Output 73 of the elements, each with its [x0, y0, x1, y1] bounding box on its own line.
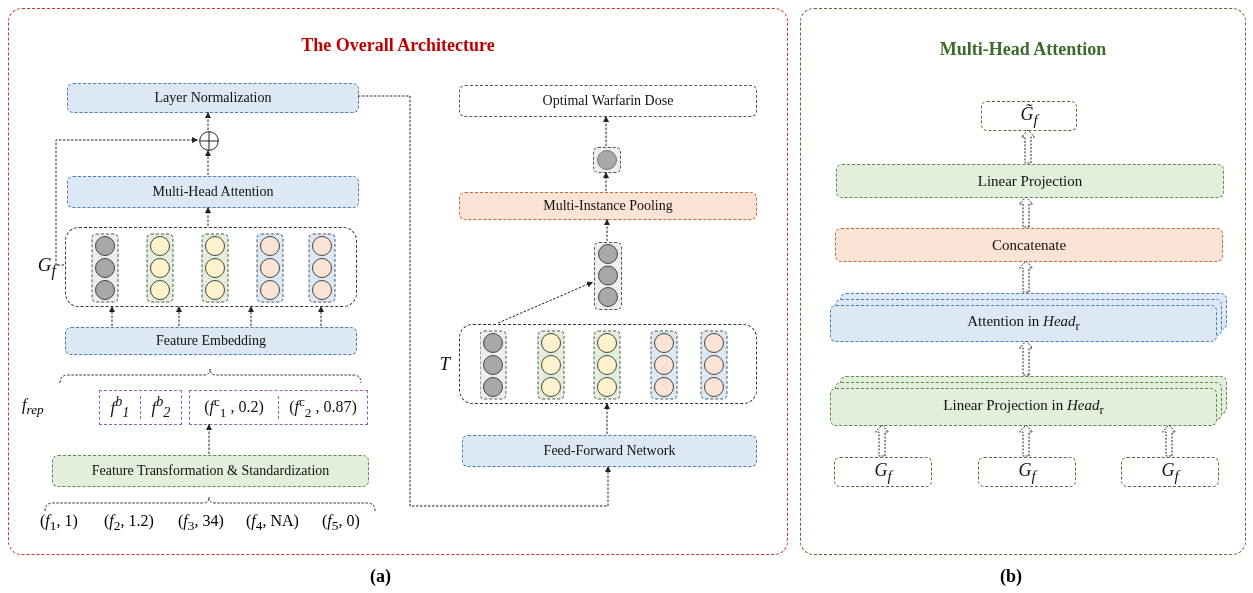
arrow: [318, 305, 324, 327]
arrow: [205, 206, 211, 227]
process-box: [459, 192, 757, 220]
box-label: G̃$_{f}$: [1020, 103, 1038, 129]
process-box: [981, 101, 1077, 131]
arrow: [603, 115, 609, 147]
hollow-arrow: [1019, 340, 1033, 376]
box-label: Linear Projection in Head$_{r}$: [943, 396, 1104, 418]
panel-title: The Overall Architecture: [300, 35, 496, 56]
arrow: [357, 95, 611, 507]
box-label: Concatenate: [991, 236, 1067, 254]
input-feature-value: (f$_{2}$, 1.2): [104, 512, 154, 535]
group-label: G$_{f}$: [37, 254, 56, 280]
process-box: [835, 228, 1223, 262]
arrow: [604, 218, 610, 242]
feature-box: [189, 390, 368, 425]
arrow: [205, 111, 211, 131]
box-label: G$_{f}$: [1161, 459, 1179, 485]
panel-caption: (b): [1000, 566, 1022, 587]
arrow: [109, 305, 115, 327]
arrow: [497, 281, 594, 324]
input-feature-value: (f$_{3}$, 34): [178, 512, 224, 535]
box-label: Feature Transformation & Standardization: [91, 463, 330, 479]
panel-caption: (a): [370, 566, 391, 587]
process-box: [65, 327, 357, 355]
group-label: T: [439, 353, 450, 375]
box-label: Feed-Forward Network: [543, 443, 676, 459]
box-label: Linear Projection: [977, 172, 1083, 190]
plus-circle-symbol: [199, 131, 219, 151]
hollow-arrow: [1162, 424, 1176, 457]
stacked-process-box: [830, 293, 1227, 342]
panel-title: Multi-Head Attention: [938, 39, 1108, 60]
process-box: [834, 457, 932, 487]
arrow: [248, 305, 254, 327]
hollow-arrow: [875, 424, 889, 457]
box-label: G$_{f}$: [874, 459, 892, 485]
box-label: Multi-Instance Pooling: [543, 198, 673, 214]
process-box: [1121, 457, 1219, 487]
process-box: [67, 176, 359, 208]
hollow-arrow: [1019, 260, 1033, 293]
pooled-vector-box: [593, 147, 621, 173]
feature-value: (f$^{c}$$_{2}$ , 0.87): [289, 394, 357, 421]
input-feature-value: (f$_{4}$, NA): [246, 512, 299, 535]
process-box: [978, 457, 1076, 487]
process-box: [459, 85, 757, 117]
process-box: [52, 455, 369, 487]
hollow-arrow: [1019, 424, 1033, 457]
arrow: [603, 171, 609, 192]
arrow: [604, 402, 610, 435]
hollow-arrow: [1019, 196, 1033, 228]
class-token-column: [594, 242, 622, 310]
box-label: Multi-Head Attention: [152, 184, 274, 200]
box-label: Feature Embedding: [156, 333, 266, 349]
row-label: f$_{rep}$: [22, 396, 44, 419]
arrow: [55, 137, 199, 266]
arrow: [205, 149, 211, 176]
process-box: [462, 435, 757, 467]
feature-value: (f$^{c}$$_{1}$ , 0.2): [204, 394, 264, 421]
feature-box: [99, 390, 182, 425]
hollow-arrow: [1021, 129, 1035, 164]
process-box: [836, 164, 1224, 198]
box-label: Attention in Head$_{r}$: [967, 313, 1080, 334]
panel-frame: [800, 8, 1246, 555]
arrow: [176, 305, 182, 327]
panel-frame: [8, 8, 788, 555]
box-label: Optimal Warfarin Dose: [542, 93, 674, 109]
box-label: G$_{f}$: [1018, 459, 1036, 485]
stacked-process-box: [830, 376, 1227, 426]
process-box: [67, 83, 359, 113]
input-feature-value: (f$_{5}$, 0): [322, 512, 360, 535]
input-feature-value: (f$_{1}$, 1): [40, 512, 78, 535]
box-label: Layer Normalization: [154, 90, 272, 106]
arrow: [206, 423, 212, 455]
